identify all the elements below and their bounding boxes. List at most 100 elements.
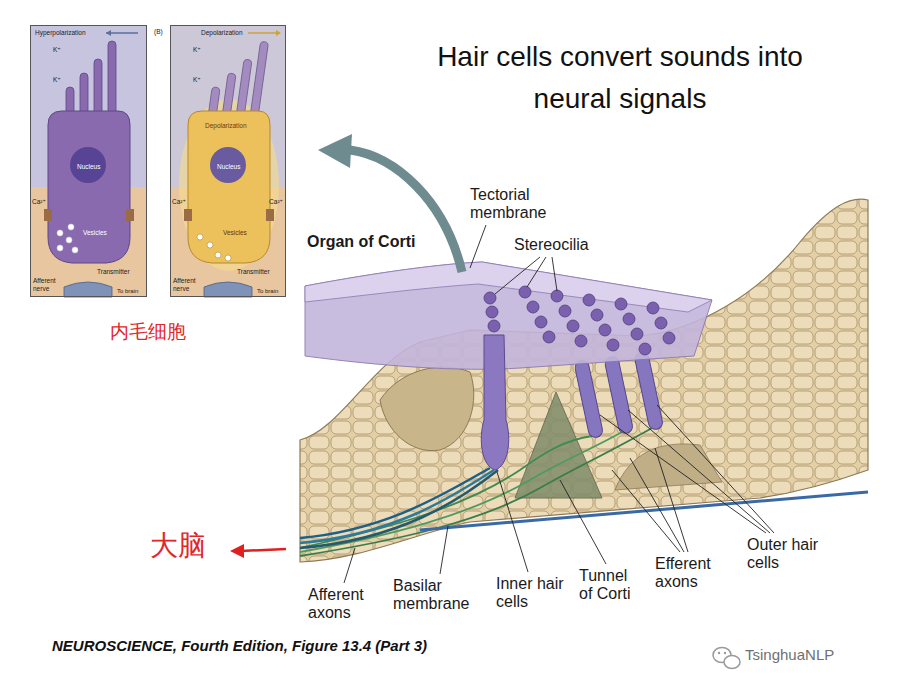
panel-label: To brain (117, 288, 138, 295)
stereocilia-bundle (623, 313, 635, 325)
hair-cell-panel: HyperpolarizationK⁺K⁺Ca²⁺NucleusVesicles… (30, 25, 147, 297)
organ-of-corti (300, 199, 868, 562)
stereocilia-bundle (655, 317, 667, 329)
zoom-arrowhead (318, 134, 352, 168)
panel-label: Vesicles (223, 229, 247, 237)
panel-label: Nucleus (77, 163, 100, 171)
panel-label: Transmitter (97, 268, 130, 276)
hyperpolarized-hair-cell (30, 25, 147, 297)
calcium-channel (184, 209, 192, 221)
stereocilia-bundles (484, 286, 675, 355)
leader-line (552, 257, 557, 291)
part-heading: Organ of Corti (307, 233, 415, 251)
stereocilia-bundle (663, 332, 675, 344)
panel-heading: Hyperpolarization (35, 29, 86, 37)
stereocilia-bundle (631, 328, 643, 340)
nuel-space (615, 444, 722, 490)
calcium-channel (44, 209, 52, 221)
stereocilia-bundle (647, 302, 659, 314)
part-label: Basilar membrane (393, 577, 483, 613)
stereocilia-bundle (583, 294, 595, 306)
panel-label: K⁺ (53, 46, 61, 54)
hair-cell-panel: (B)DepolarizationK⁺K⁺DepolarizationNucle… (170, 25, 286, 297)
depolarization-glow (179, 99, 279, 271)
panel-label: K⁺ (193, 46, 201, 54)
stereocilia-bundle (599, 324, 611, 336)
afferent-axon (300, 470, 494, 543)
icon-bubble (724, 656, 740, 669)
leader-line (470, 225, 486, 268)
calcium-channel (266, 209, 274, 221)
leader-line (600, 415, 766, 533)
vesicle (72, 247, 78, 253)
panel-label: Ca²⁺ (172, 198, 186, 206)
panel-label: Depolarization (205, 122, 247, 130)
stereocilium (236, 59, 252, 118)
stereocilia-bundle (591, 309, 603, 321)
panel-label: Afferent nerve (173, 277, 204, 293)
stereocilia-bundle (551, 290, 563, 302)
stereocilia-bundle (519, 286, 531, 298)
leader-lines (344, 225, 774, 583)
state-arrow (248, 32, 278, 34)
leader-line (630, 458, 684, 552)
stereocilia-bundle (575, 335, 587, 347)
vesicle (197, 234, 203, 240)
stereocilia-bundle (567, 320, 579, 332)
panel-label: K⁺ (53, 76, 61, 84)
cell-body (48, 111, 130, 263)
outer-hair-cell (604, 355, 634, 434)
leader-line (657, 405, 774, 533)
icon-dot (718, 652, 720, 654)
vesicle (57, 245, 63, 251)
stereocilia-bundle (607, 339, 619, 351)
stereocilia-bundle (615, 298, 627, 310)
zoom-arrow (350, 150, 462, 272)
stereocilium (108, 41, 116, 117)
part-label: Afferent axons (308, 586, 383, 622)
stereocilia-bundle (639, 343, 651, 355)
leader-line (655, 448, 688, 552)
vesicle (225, 255, 231, 261)
panel-label: Afferent nerve (33, 277, 64, 293)
part-label: Inner hair cells (496, 575, 571, 611)
part-label: Efferent axons (655, 555, 727, 591)
stereocilia-bundle (486, 306, 498, 318)
tectorial-membrane (305, 262, 712, 369)
stereocilium (94, 59, 102, 117)
afferent-axon (300, 470, 498, 548)
part-label: Outer hair cells (747, 536, 827, 572)
depolarized-hair-cell (170, 25, 286, 297)
panel-heading: (B) (154, 28, 163, 36)
icon-dot (724, 652, 726, 654)
panel-label: To brain (257, 288, 278, 295)
panel-label: Transmitter (237, 268, 270, 276)
panel-label: Vesicles (83, 229, 107, 237)
stereocilia-bundle (559, 305, 571, 317)
efferent-axon (300, 432, 622, 552)
vesicle (66, 237, 72, 243)
state-arrowhead (276, 30, 281, 36)
efferent-axon (300, 436, 592, 548)
chinese-caption: 内毛细胞 (110, 321, 186, 342)
vesicle (207, 242, 213, 248)
brain-arrow (240, 549, 286, 551)
slide-title: Hair cells convert sounds into neural si… (400, 36, 840, 120)
leader-line (628, 410, 770, 533)
figure-caption: NEUROSCIENCE, Fourth Edition, Figure 13.… (52, 638, 427, 655)
vesicle (68, 224, 74, 230)
part-label: Stereocilia (514, 236, 589, 254)
cell-nucleus (210, 147, 246, 183)
stereocilium (80, 73, 88, 117)
panel-label: Ca²⁺ (269, 198, 283, 206)
stereocilia-bundle (484, 292, 496, 304)
part-label: Tunnel of Corti (579, 567, 641, 603)
stereocilia-bundle (543, 331, 555, 343)
inner-hair-cell (481, 335, 508, 470)
stereocilia-bundle (488, 320, 500, 332)
leader-line (612, 470, 680, 552)
panel-label: K⁺ (193, 76, 201, 84)
leader-line (495, 257, 540, 294)
